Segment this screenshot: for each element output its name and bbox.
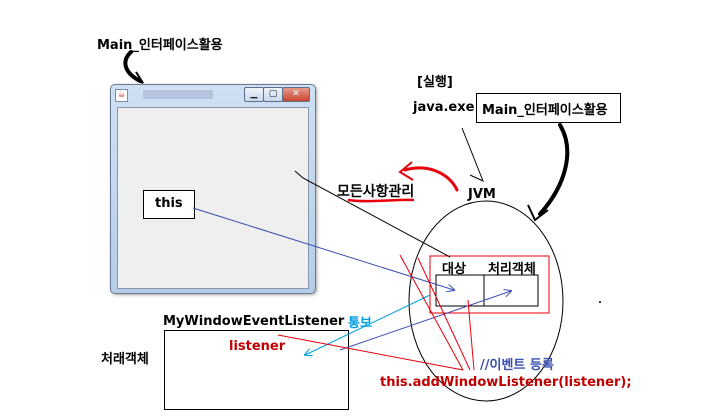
run-tag-label: [실행]: [417, 75, 453, 90]
javaexe-to-jvm-line: [461, 127, 484, 182]
main-top-label: Main_인터페이스활용: [97, 38, 223, 53]
handler-kor-label: 처래객체: [101, 352, 149, 367]
jvm-manage-red-arrowhead: [398, 161, 414, 181]
this-label: this: [155, 196, 183, 211]
handler-obj-label: 처리객체: [488, 262, 536, 277]
window-title-blur: [143, 90, 213, 99]
manage-all-label: 모든사항관리: [337, 184, 415, 200]
notify-arrow: [305, 294, 431, 355]
listener-var-label: listener: [229, 339, 286, 354]
handler-cell: [483, 274, 539, 307]
java-exe-label: java.exe: [413, 100, 475, 115]
listener-class-label: MyWindowEventListener: [163, 314, 345, 329]
main-to-window-arrowhead: [132, 71, 144, 84]
this-to-target-arrow: [192, 207, 454, 290]
stray-dot: [599, 301, 601, 303]
this-box: [143, 190, 195, 219]
java-window: ☕ ▁ ▢ ✕: [110, 84, 316, 294]
target-cell: [435, 274, 485, 307]
jvm-label: JVM: [468, 187, 496, 202]
red-line-2: [417, 257, 471, 371]
red-line-4: [277, 334, 464, 371]
event-register-label: //이벤트 등록: [480, 358, 554, 373]
jvm-ellipse: [408, 200, 564, 402]
jvm-manage-red-arrow: [403, 166, 459, 192]
add-listener-code-label: this.addWindowListener(listener);: [380, 375, 632, 390]
mainbox-to-jvm-arrowhead: [527, 204, 549, 222]
window-to-target-line: [294, 170, 451, 258]
target-label: 대상: [442, 262, 466, 277]
listener-class-box: [164, 330, 349, 410]
red-line-3: [467, 299, 475, 371]
java-icon: ☕: [115, 89, 128, 102]
main-box-label: Main_인터페이스활용: [482, 103, 608, 118]
red-line-1: [399, 254, 464, 371]
listener-to-handler-arrow: [339, 291, 511, 351]
manage-underline: [347, 198, 415, 203]
mainbox-to-jvm-arrow: [538, 123, 570, 216]
main-class-box: [476, 93, 621, 123]
notify-label: 통보: [348, 316, 372, 331]
window-client-area: [117, 107, 309, 289]
close-button[interactable]: ✕: [282, 87, 310, 102]
